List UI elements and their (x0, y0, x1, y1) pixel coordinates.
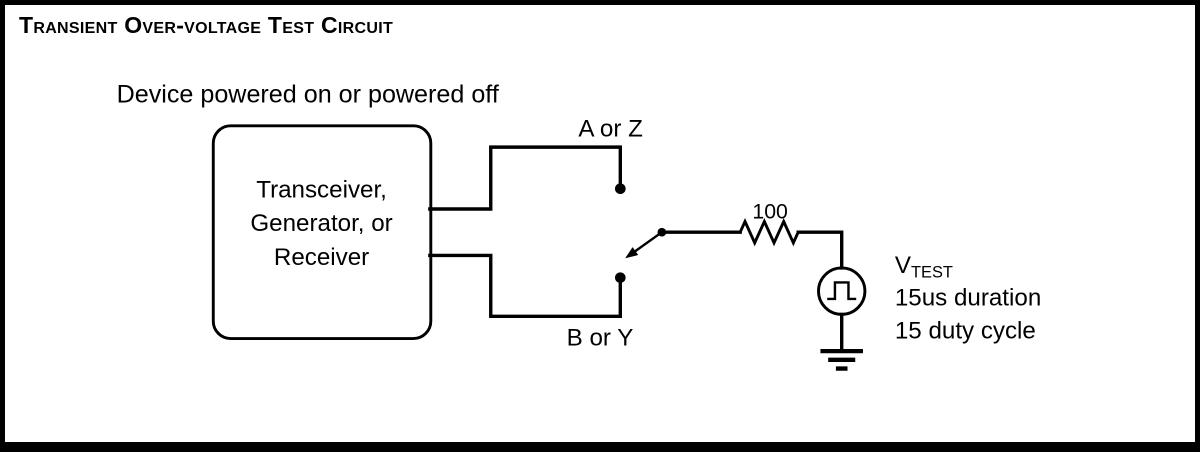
source-name-main: V (895, 252, 911, 279)
terminal-dot-a-z (614, 183, 626, 195)
source-duty-cycle-label: 15 duty cycle (895, 318, 1036, 345)
switch-arrowhead-icon (625, 247, 639, 259)
switch-blade (634, 231, 663, 253)
device-power-caption: Device powered on or powered off (117, 81, 500, 109)
circuit-wires (428, 145, 844, 353)
terminal-label-bottom: B or Y (567, 324, 634, 351)
pulse-waveform-icon (827, 281, 857, 301)
source-name-subscript: TEST (911, 264, 953, 282)
terminal-label-top: A or Z (578, 115, 642, 142)
resistor-symbol (738, 218, 800, 247)
ground-icon (820, 348, 863, 371)
device-box (211, 124, 433, 341)
terminal-dot-b-y (614, 272, 626, 283)
device-box-line-2: Generator, or (250, 210, 392, 237)
circuit-diagram: Device powered on or powered off Transce… (117, 81, 1041, 371)
figure-title: Transient Over-voltage Test Circuit (19, 12, 394, 38)
source-name-label: VTEST (895, 252, 953, 282)
device-box-line-3: Receiver (274, 244, 369, 271)
source-duration-label: 15us duration (895, 285, 1041, 312)
pulse-source-symbol (817, 266, 867, 316)
resistor-value-label: 100 (752, 200, 787, 224)
device-box-line-1: Transceiver, (256, 176, 387, 203)
